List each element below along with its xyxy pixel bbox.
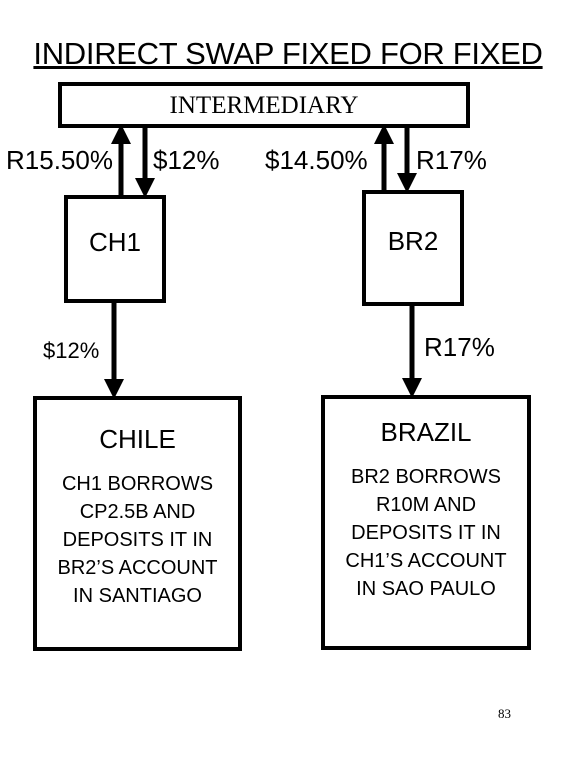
brazil-description: BR2 BORROWS R10M AND DEPOSITS IT IN CH1’… bbox=[345, 466, 507, 600]
rate-ch1-to-intermediary: R15.50% bbox=[6, 145, 113, 175]
br2-label: BR2 bbox=[387, 226, 439, 256]
rate-intermediary-to-ch1: $12% bbox=[153, 145, 220, 175]
br2-box: BR2 bbox=[362, 190, 464, 306]
rate-intermediary-to-br2: R17% bbox=[416, 145, 487, 175]
chile-description: CH1 BORROWS CP2.5B AND DEPOSITS IT IN BR… bbox=[57, 473, 218, 607]
rate-br2-to-intermediary: $14.50% bbox=[265, 145, 368, 175]
ch1-box: CH1 bbox=[64, 195, 166, 303]
brazil-box: BRAZIL BR2 BORROWS R10M AND DEPOSITS IT … bbox=[321, 395, 531, 650]
chile-title: CHILE bbox=[99, 424, 176, 454]
intermediary-label: INTERMEDIARY bbox=[169, 92, 359, 119]
rate-br2-to-brazil: R17% bbox=[424, 332, 495, 362]
page-title: INDIRECT SWAP FIXED FOR FIXED bbox=[33, 36, 543, 71]
brazil-title: BRAZIL bbox=[380, 417, 472, 447]
ch1-label: CH1 bbox=[88, 227, 141, 257]
chile-box: CHILE CH1 BORROWS CP2.5B AND DEPOSITS IT… bbox=[33, 396, 242, 651]
page-number: 83 bbox=[498, 706, 511, 721]
intermediary-box: INTERMEDIARY bbox=[58, 82, 470, 128]
rate-ch1-to-chile: $12% bbox=[43, 338, 100, 363]
